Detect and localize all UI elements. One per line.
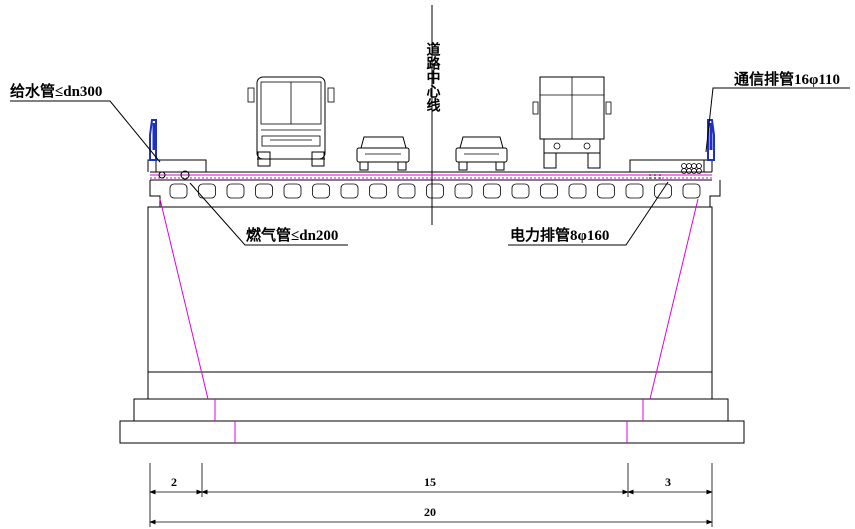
comm-duct-dots xyxy=(649,174,661,179)
left-railing xyxy=(149,119,157,161)
dim-total: 20 xyxy=(424,505,436,519)
center-line-label: 道路中心线 xyxy=(425,41,441,113)
hollow-cell xyxy=(454,183,473,199)
power-pipe-label: 电力排管8φ160 xyxy=(510,226,609,244)
hollow-cell xyxy=(597,183,615,199)
hollow-cell xyxy=(226,183,245,199)
water-pipe-label: 给水管≤dn300 xyxy=(10,82,102,100)
hollow-cell xyxy=(426,183,444,199)
hollow-cell xyxy=(369,183,387,199)
abutment xyxy=(119,198,745,444)
car-icon xyxy=(455,136,508,171)
deck-pavement xyxy=(150,171,712,181)
hollow-cell xyxy=(625,183,644,199)
hollow-cell xyxy=(198,183,216,199)
hollow-cell xyxy=(169,183,188,199)
right-sidewalk-block xyxy=(629,159,713,179)
dimension-lines xyxy=(149,463,713,527)
hollow-cell xyxy=(312,183,330,199)
comm-duct-bundle xyxy=(681,163,702,174)
dim-carriageway: 15 xyxy=(424,475,436,489)
dim-left-sidewalk: 2 xyxy=(171,475,177,489)
right-railing xyxy=(707,119,715,161)
hollow-cell xyxy=(283,183,302,199)
hollow-slab-deck xyxy=(149,180,721,208)
hollow-cell xyxy=(511,183,530,199)
hollow-cell xyxy=(568,183,587,199)
hollow-cell xyxy=(540,183,558,199)
gas-pipe-label: 燃气管≤dn200 xyxy=(246,226,338,244)
hollow-cell xyxy=(255,183,273,199)
comm-pipe-label: 通信排管16φ110 xyxy=(734,70,840,88)
car-icon xyxy=(356,136,410,171)
bus-icon xyxy=(247,76,335,167)
dim-right-sidewalk: 3 xyxy=(665,475,671,489)
leader-lines xyxy=(10,87,850,246)
hollow-cells xyxy=(169,183,701,199)
hollow-cell xyxy=(340,183,359,199)
hollow-cell xyxy=(654,183,672,199)
hollow-cell xyxy=(682,183,701,199)
truck-icon xyxy=(532,76,612,169)
hollow-cell xyxy=(483,183,501,199)
hollow-cell xyxy=(397,183,416,199)
left-sidewalk-block xyxy=(147,159,207,180)
